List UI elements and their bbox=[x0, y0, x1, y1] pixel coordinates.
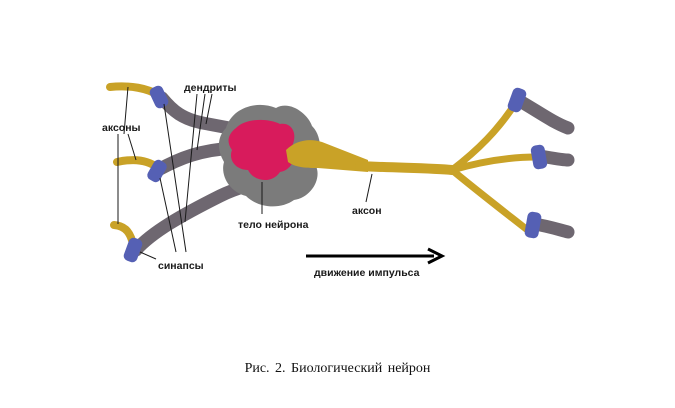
leader-dendrites-3 bbox=[184, 93, 198, 223]
target-dendrite-top bbox=[511, 93, 575, 135]
synapses bbox=[123, 85, 548, 263]
figure-caption: Рис. 2. Биологический нейрон bbox=[244, 361, 431, 376]
impulse-arrow bbox=[306, 247, 446, 265]
nucleus bbox=[228, 119, 295, 181]
label-axons: аксоны bbox=[102, 122, 141, 134]
leader-synapses-2 bbox=[159, 177, 177, 253]
synapse-left-middle bbox=[147, 159, 167, 183]
label-axon: аксон bbox=[352, 205, 382, 217]
axon-trunk bbox=[355, 161, 457, 175]
axon-hillock bbox=[286, 140, 368, 172]
leader-axon bbox=[365, 173, 373, 203]
axon bbox=[355, 100, 540, 236]
leader-dendrites-2 bbox=[196, 93, 206, 151]
label-impulse: движение импульса bbox=[314, 267, 420, 279]
impulse-arrow-head bbox=[427, 247, 446, 265]
synapse-left-bottom bbox=[123, 237, 143, 263]
axon-branch-middle bbox=[448, 153, 540, 174]
axon-branch-top bbox=[448, 100, 519, 174]
axon-branch-bottom bbox=[448, 166, 534, 236]
leader-synapses-3 bbox=[139, 251, 157, 260]
synapse-right-middle bbox=[530, 144, 548, 170]
label-synapses: синапсы bbox=[158, 260, 204, 272]
label-dendrites: дендриты bbox=[184, 82, 237, 94]
leader-lines bbox=[117, 86, 373, 260]
label-soma: тело нейрона bbox=[238, 219, 309, 231]
leader-dendrites-1 bbox=[205, 93, 213, 125]
leader-synapses-1 bbox=[163, 103, 187, 253]
synapse-right-top bbox=[507, 87, 527, 113]
synapse-left-top bbox=[149, 85, 169, 109]
leader-axons-1 bbox=[123, 86, 129, 135]
leader-axons-2 bbox=[127, 133, 137, 161]
synapse-right-bottom bbox=[524, 211, 542, 239]
